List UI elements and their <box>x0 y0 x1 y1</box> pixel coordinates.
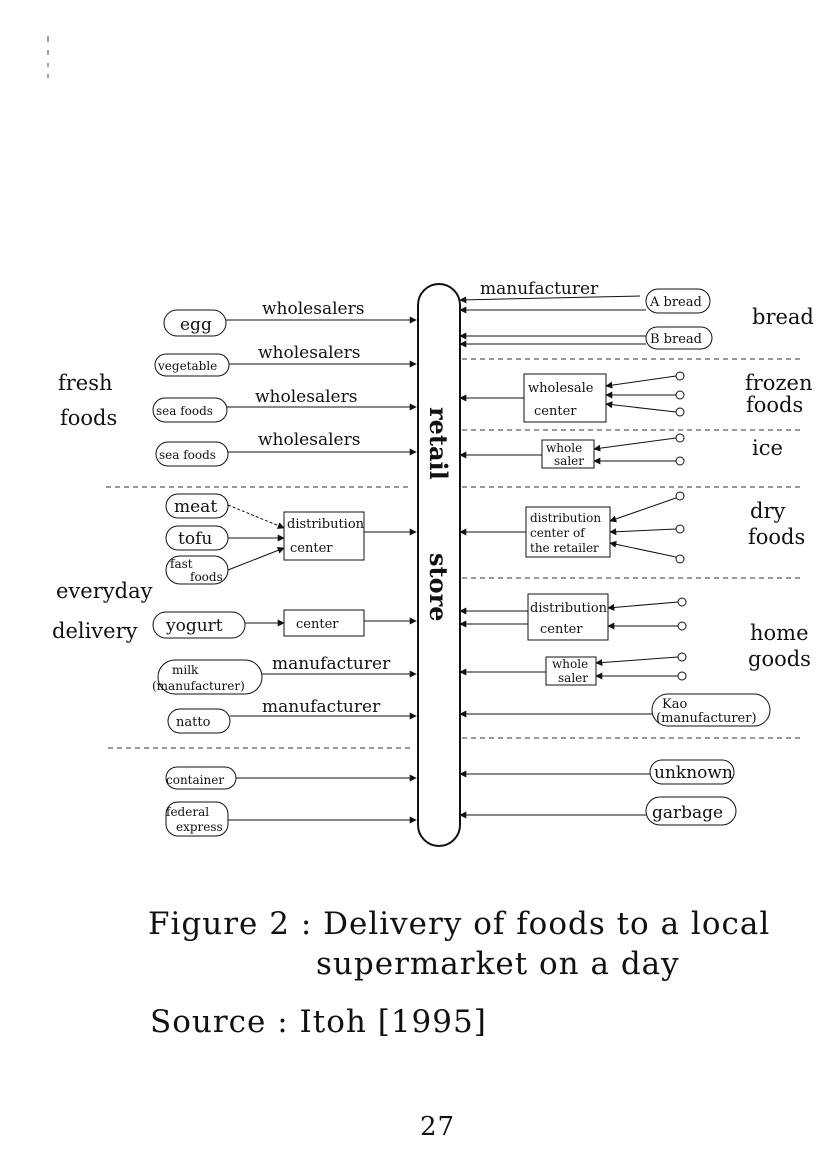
source-kao <box>651 693 771 727</box>
milk-label: milk(manufacturer) <box>152 663 245 693</box>
category-bread: bread <box>752 305 814 329</box>
source-b-bread <box>645 326 713 350</box>
unknown-label: unknown <box>654 763 733 783</box>
left-fresh-rows <box>152 309 417 467</box>
source-yogurt <box>152 611 246 639</box>
left-bottom-rows <box>165 766 417 837</box>
right-bottom-labels: unknown garbage <box>652 763 733 823</box>
left-everyday-rows <box>152 493 417 734</box>
figure-source: Source : Itoh [1995] <box>150 1004 487 1040</box>
center-label: center <box>296 617 339 632</box>
source-unknown <box>649 759 735 785</box>
source-garbage <box>645 796 737 826</box>
source-a-bread <box>645 288 711 314</box>
wholesalers-3-label: wholesalers <box>255 387 357 407</box>
retail-store: retail store <box>417 283 461 847</box>
right-bread-rows <box>459 288 713 350</box>
retail-store-bar <box>417 283 461 847</box>
source-sea-foods-1 <box>152 397 228 423</box>
source-milk <box>157 659 263 695</box>
box-distribution-center-2 <box>527 593 609 641</box>
left-fresh-labels: egg vegetable sea foods sea foods wholes… <box>156 299 364 462</box>
source-natto <box>167 708 231 734</box>
manufacturer-2-label: manufacturer <box>262 697 381 717</box>
manufacturer-right-label: manufacturer <box>480 279 599 299</box>
source-vegetable <box>154 353 230 377</box>
right-bread-labels: manufacturer A bread B bread <box>480 279 702 347</box>
source-sea-foods-2 <box>155 441 229 467</box>
source-meat <box>165 493 229 519</box>
right-bottom-rows <box>459 759 737 826</box>
natto-label: natto <box>176 715 211 730</box>
garbage-label: garbage <box>652 803 723 823</box>
category-ice: ice <box>752 436 783 460</box>
meat-label: meat <box>174 497 217 517</box>
figure-caption-line2: supermarket on a day <box>316 946 680 982</box>
page-number: 27 <box>420 1112 456 1142</box>
manufacturer-1-label: manufacturer <box>272 654 391 674</box>
figure-caption-line1: Figure 2 : Delivery of foods to a local <box>148 906 771 942</box>
right-dry-home-rows <box>459 491 771 727</box>
wholesalers-4-label: wholesalers <box>258 430 360 450</box>
right-frozen-ice-rows <box>459 371 685 469</box>
tofu-label: tofu <box>178 529 212 549</box>
source-federal-express <box>165 801 229 837</box>
vegetable-label: vegetable <box>157 359 217 373</box>
sea-foods-1-label: sea foods <box>156 404 213 418</box>
yogurt-label: yogurt <box>165 616 223 636</box>
box-center <box>283 609 365 637</box>
wholesalers-1-label: wholesalers <box>262 299 364 319</box>
b-bread-label: B bread <box>650 332 702 347</box>
a-bread-label: A bread <box>649 295 702 310</box>
sea-foods-2-label: sea foods <box>159 448 216 462</box>
egg-label: egg <box>180 315 212 335</box>
kao-label: Kao(manufacturer) <box>656 697 757 726</box>
retail-label: retail <box>424 407 453 480</box>
box-wholesaler-2 <box>545 656 597 686</box>
wholesalers-2-label: wholesalers <box>258 343 360 363</box>
section-separators <box>106 358 800 749</box>
source-egg <box>163 309 227 337</box>
container-label: container <box>166 773 224 787</box>
store-label: store <box>424 553 453 622</box>
box-wholesaler-1 <box>541 439 595 469</box>
